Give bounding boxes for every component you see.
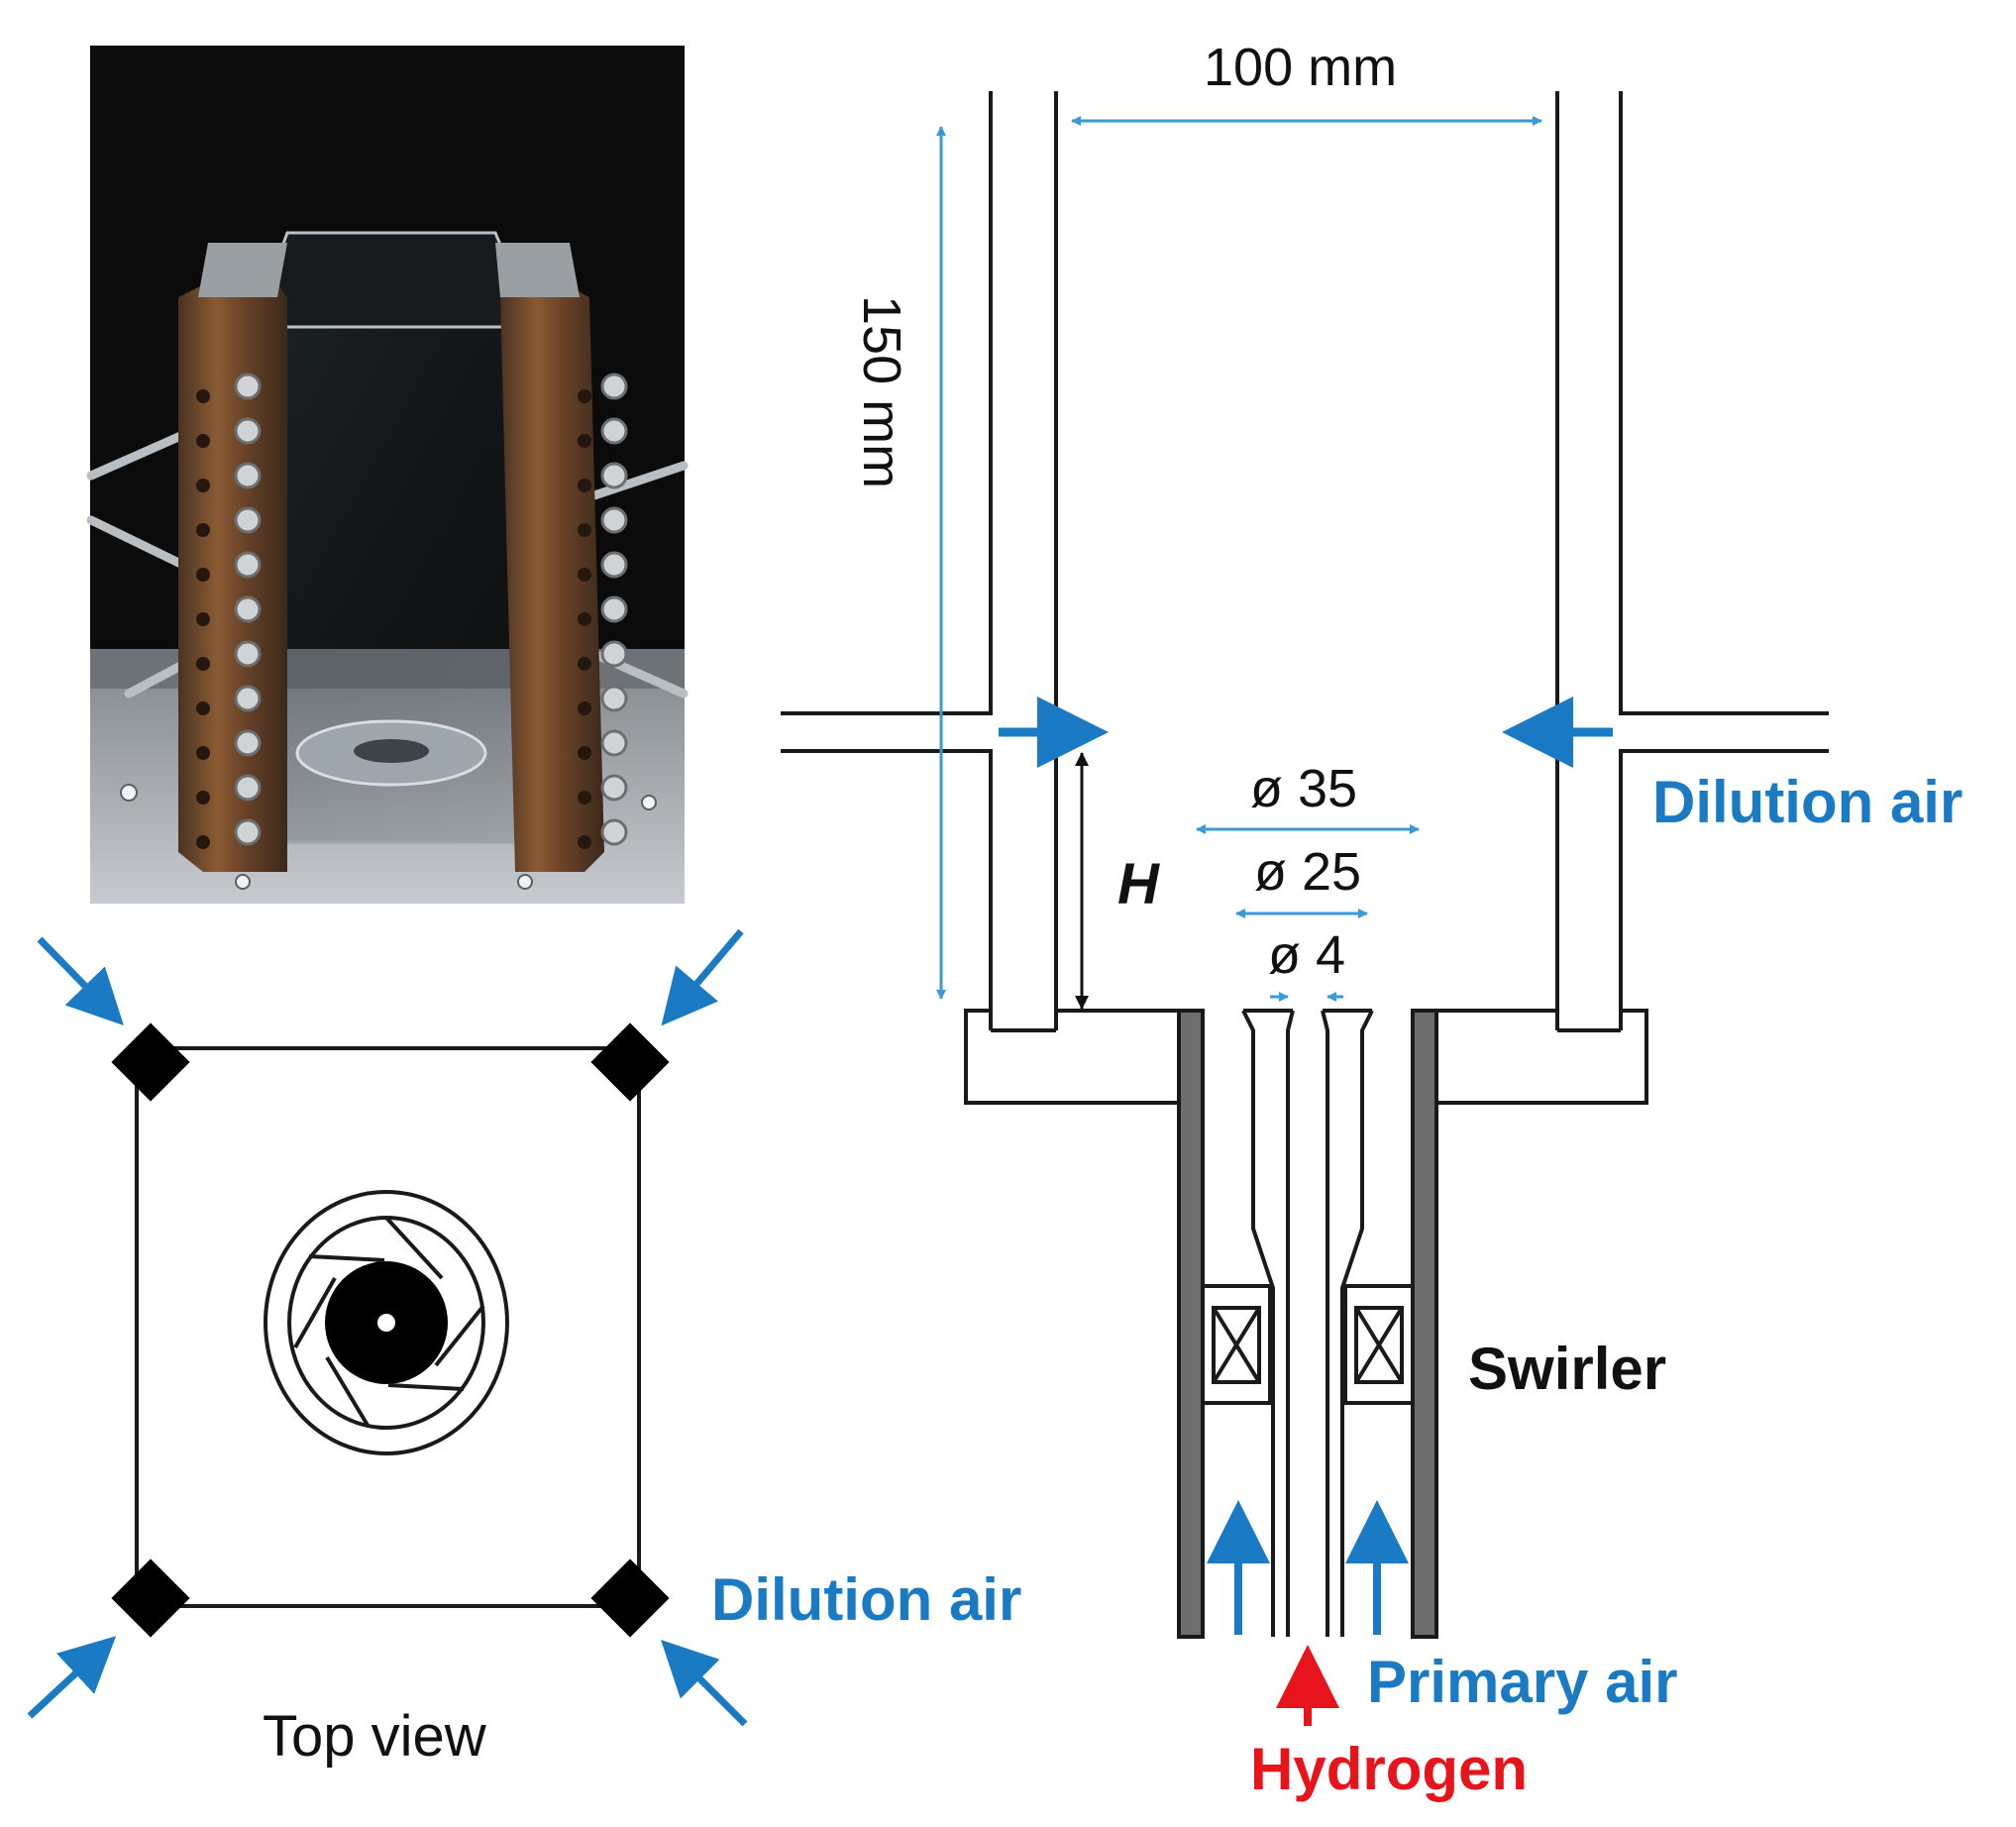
- diameter-35-label: ø 35: [1250, 759, 1357, 818]
- photo-screw: [600, 551, 628, 579]
- swirler-box: [1201, 1284, 1415, 1405]
- photo-screw: [234, 818, 262, 846]
- dilution-port-marker: [111, 1022, 670, 1638]
- left-wall-outer-lower: [781, 749, 993, 1030]
- photo-post-hole: [196, 568, 210, 582]
- photo-post-hole: [578, 791, 591, 805]
- photo-post-hole: [196, 657, 210, 671]
- photo-screw: [234, 685, 262, 712]
- combustor-photo: [86, 46, 689, 904]
- photo-screw: [600, 729, 628, 757]
- photo-screw: [600, 595, 628, 623]
- left-wall-outer: [781, 91, 993, 715]
- height-dimension-label: 150 mm: [852, 295, 911, 488]
- photo-post-hole: [196, 523, 210, 537]
- photo-post-hole: [578, 701, 591, 715]
- photo-post-hole: [196, 746, 210, 760]
- dimension-lines: [936, 116, 1542, 1002]
- photo-post-hole: [196, 612, 210, 626]
- photo-screw: [600, 640, 628, 668]
- primary-air-arrow-icon: [1207, 1500, 1409, 1635]
- photo-post-hole: [196, 479, 210, 492]
- photo-screw: [234, 551, 262, 579]
- photo-post-hole: [578, 612, 591, 626]
- photo-post-hole: [196, 835, 210, 849]
- top-view-diagram: [27, 928, 748, 1727]
- photo-post-hole: [578, 835, 591, 849]
- photo-post-hole: [578, 389, 591, 403]
- photo-screw: [234, 373, 262, 400]
- photo-post-hole: [196, 434, 210, 448]
- photo-post-hole: [196, 791, 210, 805]
- right-wall-outer-lower: [1619, 749, 1829, 1030]
- dilution-air-label: Dilution air: [1652, 769, 1963, 835]
- h-label: H: [1117, 852, 1160, 916]
- photo-post-hole: [578, 434, 591, 448]
- photo-screw: [234, 774, 262, 802]
- top-view-chamber-outline: [135, 1046, 641, 1608]
- photo-post-hole: [196, 701, 210, 715]
- photo-post-hole: [578, 523, 591, 537]
- photo-post-hole: [578, 746, 591, 760]
- photo-post-hole: [578, 479, 591, 492]
- swirler-vanes-icon: [264, 1190, 509, 1455]
- photo-screw: [600, 506, 628, 534]
- width-dimension-label: 100 mm: [1204, 38, 1397, 97]
- diameter-4-label: ø 4: [1268, 925, 1345, 985]
- diagonal-arrow-icon: [27, 928, 748, 1727]
- top-view-caption: Top view: [263, 1704, 487, 1769]
- burner-wall-right: [1411, 1009, 1438, 1639]
- side-schematic: [781, 91, 1829, 1639]
- photo-screw: [234, 417, 262, 445]
- right-wall-outer: [1619, 91, 1829, 715]
- photo-post-hole: [578, 657, 591, 671]
- photo-screw: [234, 595, 262, 623]
- primary-air-label: Primary air: [1367, 1649, 1678, 1715]
- photo-screw: [600, 417, 628, 445]
- top-view-dilution-label: Dilution air: [711, 1566, 1021, 1633]
- photo-screw-columns: [196, 373, 628, 849]
- photo-post-hole: [578, 568, 591, 582]
- burner-wall-left: [1177, 1009, 1205, 1639]
- photo-screw: [600, 774, 628, 802]
- photo-screw: [234, 640, 262, 668]
- hydrogen-label: Hydrogen: [1250, 1736, 1528, 1802]
- photo-screw: [234, 729, 262, 757]
- photo-screw: [234, 462, 262, 489]
- photo-screw: [234, 506, 262, 534]
- photo-screw: [600, 818, 628, 846]
- photo-screw: [600, 373, 628, 400]
- swirler-label: Swirler: [1468, 1336, 1666, 1402]
- photo-screw: [600, 462, 628, 489]
- photo-post-hole: [196, 389, 210, 403]
- diameter-25-label: ø 25: [1254, 842, 1361, 902]
- photo-screw: [600, 685, 628, 712]
